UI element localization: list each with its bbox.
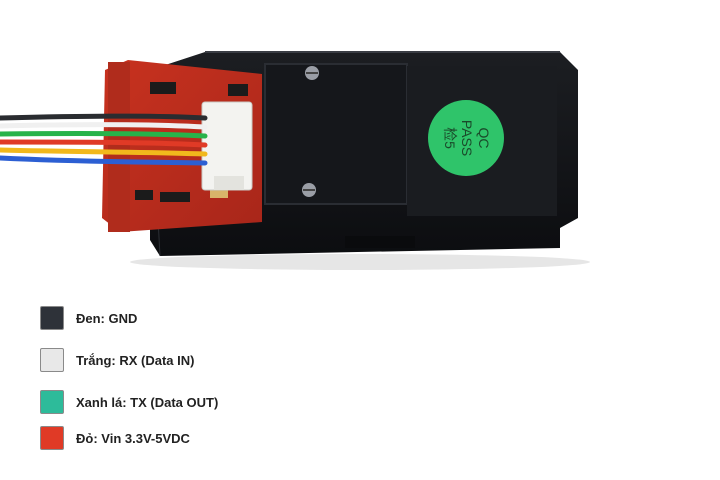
legend-item-vin: Đỏ: Vin 3.3V-5VDC <box>40 425 190 451</box>
legend-item-gnd: Đen: GND <box>40 305 137 331</box>
screw-icon <box>305 66 319 80</box>
legend-label: Trắng: RX (Data IN) <box>76 352 195 368</box>
legend-label: Đen: GND <box>76 310 138 326</box>
sticker-number-text: 检5 <box>442 127 458 149</box>
qc-pass-sticker: QC PASS 检5 <box>428 100 504 176</box>
legend-label: Xanh lá: TX (Data OUT) <box>76 394 219 410</box>
swatch-red <box>40 426 64 450</box>
fingerprint-sensor-photo: QC PASS 检5 <box>0 51 590 270</box>
legend-item-rx: Trắng: RX (Data IN) <box>40 347 194 373</box>
legend-label: Đỏ: Vin 3.3V-5VDC <box>76 430 190 446</box>
sticker-disc <box>428 100 504 176</box>
wire-bundle <box>0 113 208 166</box>
jst-connector <box>201 101 253 191</box>
swatch-black <box>40 306 64 330</box>
sticker-pass-text: PASS <box>459 120 475 156</box>
swatch-green <box>40 390 64 414</box>
legend-item-tx: Xanh lá: TX (Data OUT) <box>40 389 218 415</box>
sticker-qc-text: QC <box>476 128 492 149</box>
screw-icon <box>302 183 316 197</box>
swatch-white <box>40 348 64 372</box>
